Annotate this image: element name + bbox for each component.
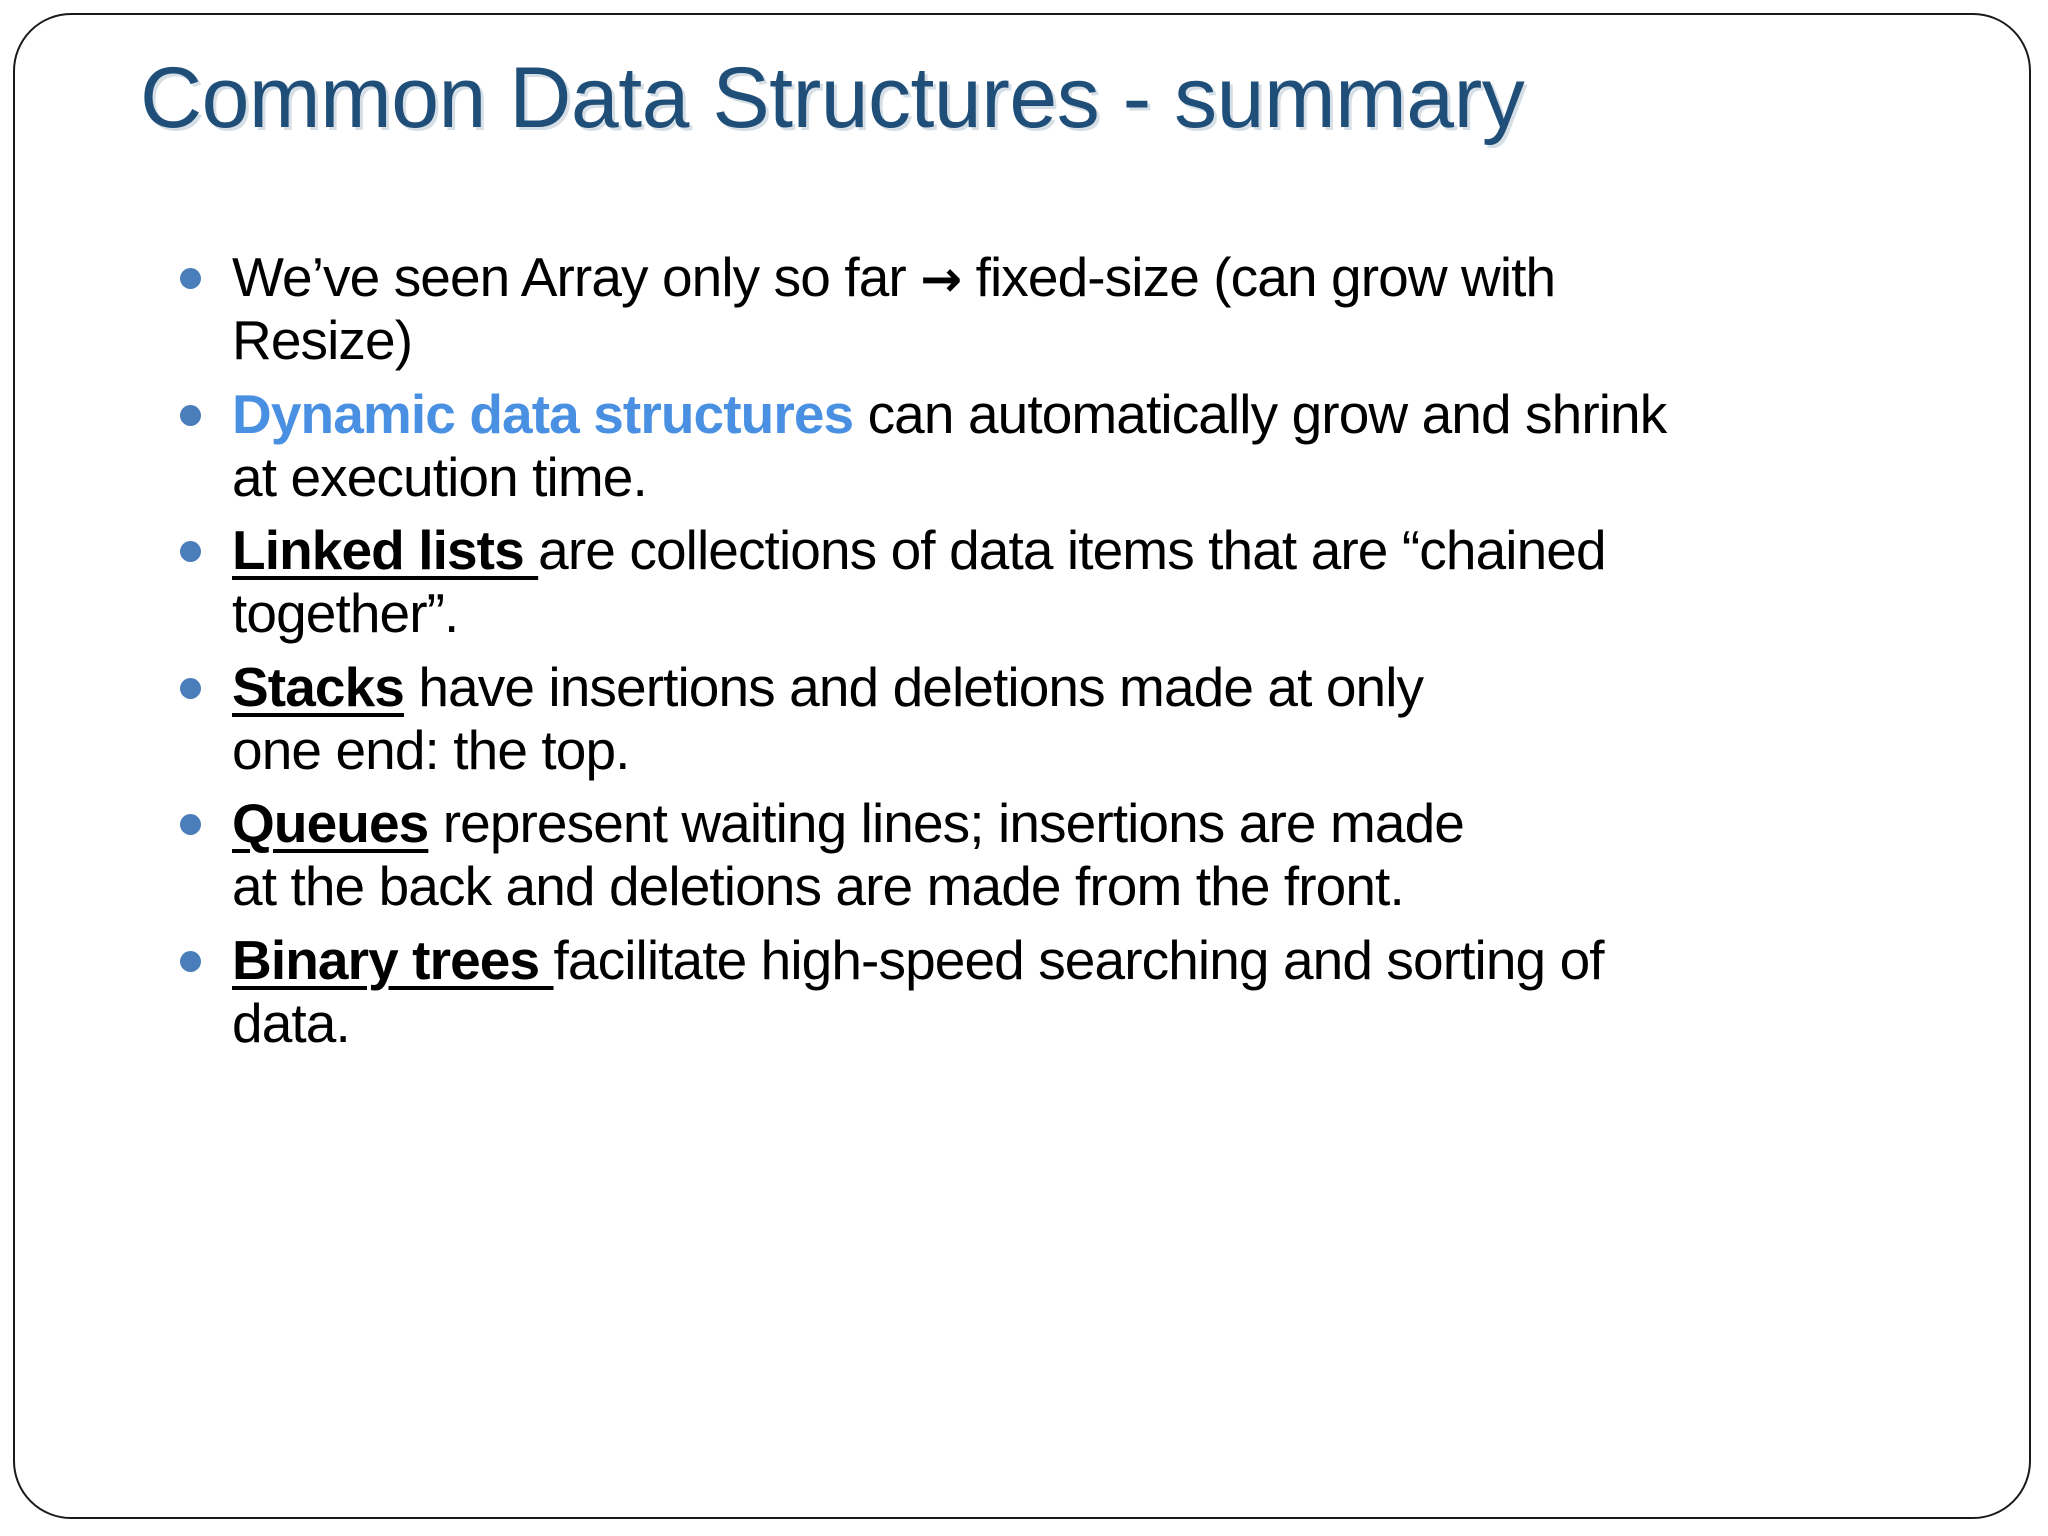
list-item-line-2: together”. — [232, 582, 459, 645]
queues-term: Queues — [232, 792, 429, 854]
array-text-after-arrow: fixed-size (can grow with — [961, 246, 1557, 308]
list-item-line-1: Linked lists are collections of data ite… — [232, 519, 1950, 582]
binary-trees-description: facilitate high-speed searching and sort… — [553, 928, 1605, 991]
list-item-line-2: at the back and deletions are made from … — [232, 855, 1405, 918]
list-item-line-1: Binary trees facilitate high-speed searc… — [232, 929, 1950, 992]
list-item-line-2: at execution time. — [232, 445, 648, 508]
bullet-list: We’ve seen Array only so far → fixed-siz… — [160, 246, 1950, 1055]
circle-bullet-icon — [180, 814, 201, 835]
list-item-line-1: Dynamic data structures can automaticall… — [232, 383, 1950, 446]
page-title: Common Data Structures - summary — [140, 50, 1525, 146]
list-item-line-1: We’ve seen Array only so far → fixed-siz… — [232, 246, 1950, 309]
linked-lists-term: Linked lists — [232, 519, 539, 581]
linked-lists-description: are collections of data items that are “… — [538, 519, 1606, 581]
stacks-description: have insertions and deletions made at on… — [403, 655, 1424, 718]
list-item-dynamic-data-structures: Dynamic data structures can automaticall… — [160, 383, 1950, 510]
list-item-line-1: Queues represent waiting lines; insertio… — [232, 792, 1950, 855]
circle-bullet-icon — [180, 541, 201, 562]
circle-bullet-icon — [180, 677, 201, 699]
list-item-line-2: one end: the top. — [232, 718, 630, 781]
list-item-line-1: Stacks have insertions and deletions mad… — [232, 656, 1950, 719]
list-item-line-2: data. — [232, 991, 351, 1054]
list-item-binary-trees: Binary trees facilitate high-speed searc… — [160, 929, 1950, 1056]
slide-body: We’ve seen Array only so far → fixed-siz… — [160, 246, 1950, 1065]
dynamic-data-structures-description: can automatically grow and shrink — [853, 382, 1668, 445]
binary-trees-term: Binary trees — [232, 928, 554, 991]
array-text-before-arrow: We’ve seen Array only so far — [232, 246, 921, 308]
dynamic-data-structures-term: Dynamic data structures — [232, 382, 854, 445]
circle-bullet-icon — [180, 950, 201, 972]
list-item-queues: Queues represent waiting lines; insertio… — [160, 792, 1950, 919]
list-item-stacks: Stacks have insertions and deletions mad… — [160, 656, 1950, 783]
circle-bullet-icon — [180, 268, 201, 289]
list-item-line-2: Resize) — [232, 309, 413, 372]
list-item-array: We’ve seen Array only so far → fixed-siz… — [160, 246, 1950, 373]
queues-description: represent waiting lines; insertions are … — [428, 792, 1465, 854]
list-item-linked-lists: Linked lists are collections of data ite… — [160, 519, 1950, 646]
stacks-term: Stacks — [232, 655, 405, 718]
circle-bullet-icon — [180, 404, 201, 426]
right-arrow-icon: → — [920, 250, 962, 308]
